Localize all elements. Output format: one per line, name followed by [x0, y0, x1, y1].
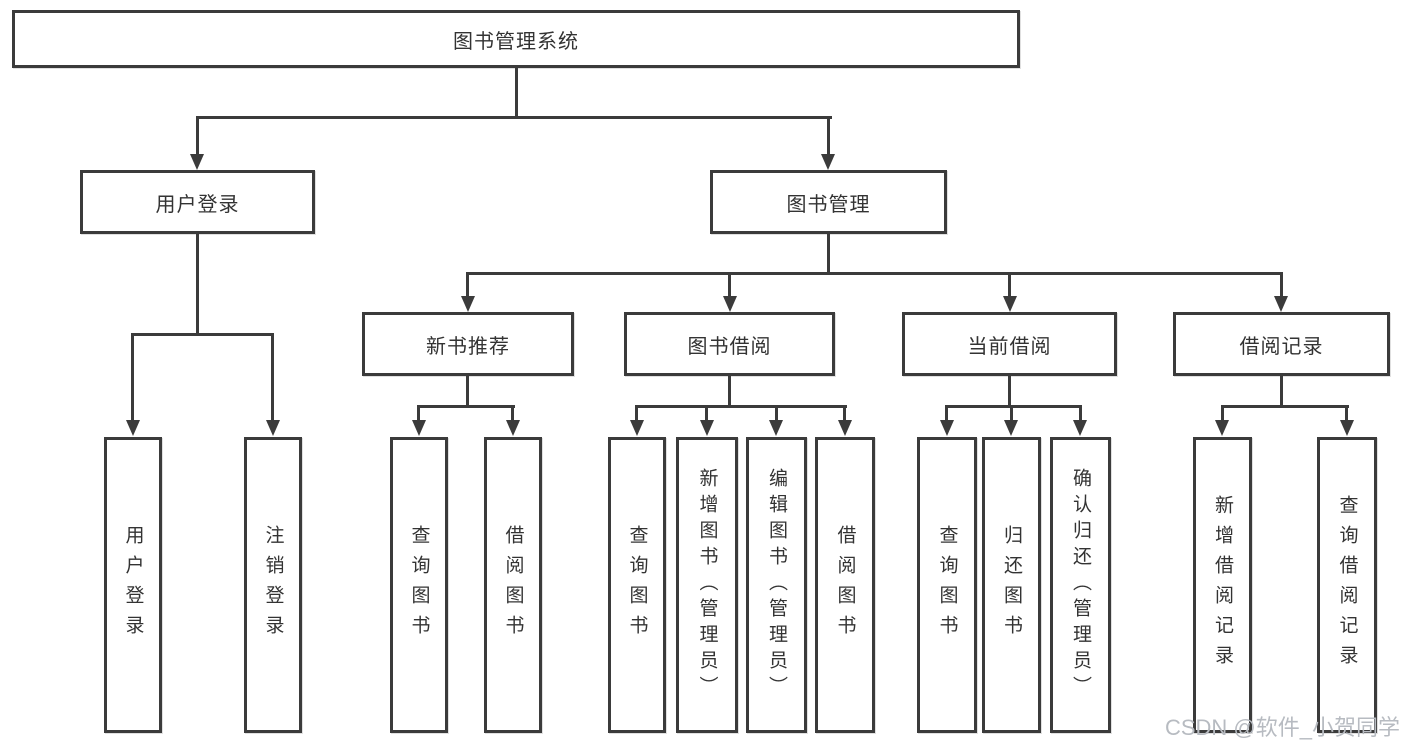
- connector-current-stem: [1008, 376, 1011, 407]
- node-user-login: 用户登录: [80, 170, 315, 234]
- connector-root-bar: [196, 116, 832, 119]
- connector-mgmt-stem: [827, 234, 830, 275]
- connector-borrow-bar: [635, 405, 847, 408]
- connector-root-stem: [515, 66, 518, 118]
- leaf-logout-label: 注销登录: [262, 525, 284, 645]
- node-new-book-recommend: 新书推荐: [362, 312, 574, 376]
- leaf-confirm-return-admin-label: 确认归还（管理员）: [1070, 468, 1091, 702]
- leaf-query-books-current-label: 查询图书: [936, 525, 958, 645]
- connector-borrow-stem: [728, 376, 731, 407]
- arrowhead-current-leaf-3: [1073, 420, 1087, 436]
- arrowhead-to-book-borrow: [723, 296, 737, 312]
- node-book-management-label: 图书管理: [786, 193, 871, 216]
- connector-record-stem: [1280, 376, 1283, 407]
- leaf-borrow-books-recommend-label: 借阅图书: [502, 525, 524, 645]
- arrowhead-to-new-book-recommend: [461, 296, 475, 312]
- leaf-query-books-recommend: 查询图书: [390, 437, 448, 733]
- arrowhead-borrow-leaf-2: [700, 420, 714, 436]
- connector-borrow-drop-1: [635, 405, 638, 422]
- connector-borrow-drop-2: [705, 405, 708, 422]
- connector-rec-bar: [417, 405, 515, 408]
- leaf-edit-book-admin: 编辑图书（管理员）: [746, 437, 807, 733]
- arrowhead-to-user-login: [190, 154, 204, 170]
- arrowhead-borrow-leaf-3: [769, 420, 783, 436]
- leaf-query-books-borrow: 查询图书: [608, 437, 666, 733]
- connector-borrow-drop-3: [775, 405, 778, 422]
- arrowhead-to-borrow-records: [1274, 296, 1288, 312]
- arrowhead-borrow-leaf-1: [630, 420, 644, 436]
- leaf-query-borrow-record: 查询借阅记录: [1317, 437, 1377, 733]
- connector-record-bar: [1221, 405, 1349, 408]
- arrowhead-to-book-management: [821, 154, 835, 170]
- connector-borrow-drop-4: [843, 405, 846, 422]
- leaf-borrow-books-borrow-label: 借阅图书: [834, 525, 856, 645]
- leaf-add-borrow-record: 新增借阅记录: [1193, 437, 1252, 733]
- connector-mgmt-drop-3: [1008, 272, 1011, 298]
- leaf-query-borrow-record-label: 查询借阅记录: [1336, 495, 1358, 675]
- node-book-borrow: 图书借阅: [624, 312, 835, 376]
- node-root: 图书管理系统: [12, 10, 1020, 68]
- arrowhead-borrow-leaf-4: [838, 420, 852, 436]
- connector-rec-drop-2: [511, 405, 514, 422]
- leaf-add-book-admin: 新增图书（管理员）: [676, 437, 738, 733]
- watermark: CSDN @软件_小贺同学: [1164, 715, 1400, 740]
- connector-login-drop-2: [271, 333, 274, 422]
- connector-record-drop-2: [1345, 405, 1348, 422]
- arrowhead-to-current-borrow: [1003, 296, 1017, 312]
- leaf-confirm-return-admin: 确认归还（管理员）: [1050, 437, 1111, 733]
- connector-mgmt-drop-2: [728, 272, 731, 298]
- connector-mgmt-drop-4: [1280, 272, 1283, 298]
- connector-current-drop-3: [1079, 405, 1082, 422]
- node-user-login-label: 用户登录: [155, 193, 240, 216]
- connector-login-bar: [131, 333, 274, 336]
- leaf-query-books-current: 查询图书: [917, 437, 977, 733]
- node-borrow-records-label: 借阅记录: [1239, 335, 1324, 358]
- leaf-add-borrow-record-label: 新增借阅记录: [1212, 495, 1233, 675]
- leaf-query-books-borrow-label: 查询图书: [626, 525, 648, 645]
- node-current-borrow: 当前借阅: [902, 312, 1117, 376]
- connector-rec-drop-1: [417, 405, 420, 422]
- node-new-book-recommend-label: 新书推荐: [426, 335, 510, 358]
- leaf-borrow-books-borrow: 借阅图书: [815, 437, 875, 733]
- leaf-add-book-admin-label: 新增图书（管理员）: [696, 468, 718, 702]
- arrowhead-current-leaf-2: [1004, 420, 1018, 436]
- arrowhead-record-leaf-1: [1215, 420, 1229, 436]
- connector-current-drop-1: [945, 405, 948, 422]
- leaf-query-books-recommend-label: 查询图书: [408, 525, 430, 645]
- node-current-borrow-label: 当前借阅: [967, 335, 1052, 358]
- arrowhead-record-leaf-2: [1340, 420, 1354, 436]
- arrowhead-rec-leaf-2: [506, 420, 520, 436]
- leaf-borrow-books-recommend: 借阅图书: [484, 437, 542, 733]
- connector-current-bar: [945, 405, 1082, 408]
- leaf-logout: 注销登录: [244, 437, 302, 733]
- connector-rec-stem: [466, 376, 469, 407]
- connector-mgmt-bar: [466, 272, 1282, 275]
- leaf-edit-book-admin-label: 编辑图书（管理员）: [766, 468, 787, 702]
- node-root-label: 图书管理系统: [453, 30, 579, 53]
- connector-mgmt-drop-1: [466, 272, 469, 298]
- connector-login-drop-1: [131, 333, 134, 422]
- leaf-user-login: 用户登录: [104, 437, 162, 733]
- node-borrow-records: 借阅记录: [1173, 312, 1390, 376]
- leaf-return-book: 归还图书: [982, 437, 1041, 733]
- arrowhead-current-leaf-1: [940, 420, 954, 436]
- node-book-borrow-label: 图书借阅: [687, 335, 772, 358]
- arrowhead-to-leaf-user-login: [126, 420, 140, 436]
- arrowhead-to-leaf-logout: [266, 420, 280, 436]
- leaf-return-book-label: 归还图书: [1001, 525, 1022, 645]
- connector-current-drop-2: [1010, 405, 1013, 422]
- connector-login-stem: [196, 234, 199, 335]
- node-book-management: 图书管理: [710, 170, 947, 234]
- leaf-user-login-label: 用户登录: [122, 525, 144, 645]
- connector-record-drop-1: [1221, 405, 1224, 422]
- connector-root-drop-right: [827, 116, 830, 156]
- arrowhead-rec-leaf-1: [412, 420, 426, 436]
- connector-root-drop-left: [196, 116, 199, 156]
